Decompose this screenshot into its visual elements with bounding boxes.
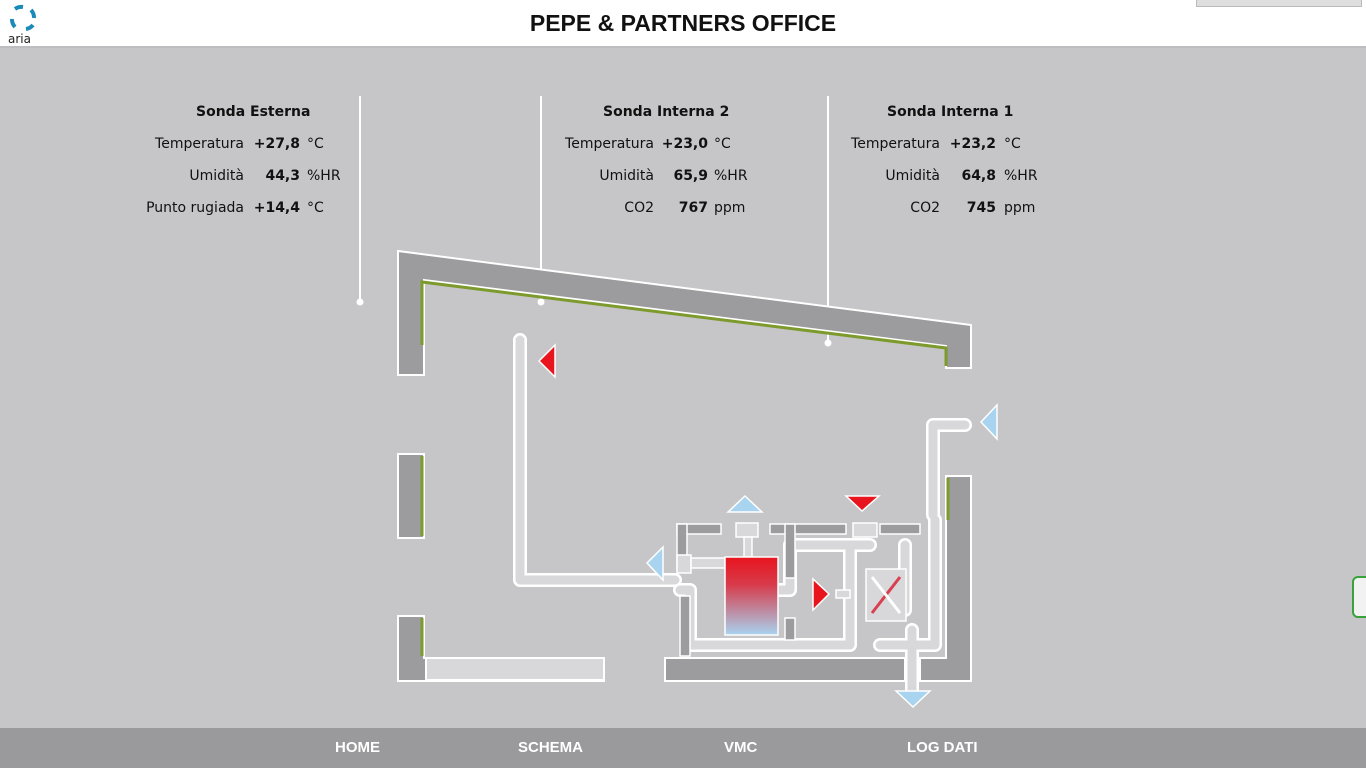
header: aria PEPE & PARTNERS OFFICE [0, 0, 1366, 48]
hot-arrow-right-icon [812, 577, 831, 612]
floor-wall [664, 657, 906, 682]
sensor-title: Sonda Interna 1 [887, 104, 1014, 120]
reading-unit: °C [714, 136, 731, 152]
reading-unit: °C [307, 200, 324, 216]
heat-pump-tank [724, 556, 779, 636]
hot-arrow-down-icon [844, 495, 881, 513]
roof-wall [397, 249, 972, 376]
reading-unit: ppm [714, 200, 746, 216]
reading-value: +27,8 [253, 136, 300, 152]
cold-arrow-icon [979, 403, 998, 441]
reading-value: +23,0 [661, 136, 708, 152]
reading-unit: %HR [307, 168, 341, 184]
page-title: PEPE & PARTNERS OFFICE [529, 10, 837, 36]
nav-schema[interactable]: SCHEMA [518, 739, 584, 756]
right-wall [919, 475, 972, 682]
side-panel-toggle[interactable] [1352, 576, 1366, 618]
reading-value: 767 [678, 200, 708, 216]
nav-vmc[interactable]: VMC [724, 739, 758, 756]
reading-unit: ppm [1004, 200, 1036, 216]
reading-label: Umidità [189, 168, 244, 184]
cold-arrow-down-icon [894, 690, 932, 709]
left-wall-mid [397, 453, 425, 539]
reading-unit: °C [1004, 136, 1021, 152]
nav-home[interactable]: HOME [335, 739, 380, 756]
sensor-title: Sonda Esterna [196, 104, 311, 120]
reading-label: Temperatura [851, 136, 940, 152]
reading-label: Punto rugiada [146, 200, 244, 216]
reading-unit: %HR [1004, 168, 1038, 184]
nav-log-dati[interactable]: LOG DATI [907, 739, 978, 756]
reading-label: Umidità [599, 168, 654, 184]
insulation [420, 280, 950, 656]
aria-logo-icon [10, 4, 36, 31]
reading-value: 44,3 [265, 168, 300, 184]
reading-value: +23,2 [949, 136, 996, 152]
reading-unit: %HR [714, 168, 748, 184]
reading-value: +14,4 [253, 200, 300, 216]
cold-arrow-left-icon [645, 545, 664, 582]
logo-text: aria [8, 32, 31, 46]
cold-arrow-up-icon [726, 494, 764, 513]
building-schema [356, 96, 998, 709]
sensor-title: Sonda Interna 2 [603, 104, 730, 120]
reading-value: 64,8 [961, 168, 996, 184]
bottom-nav: HOME SCHEMA VMC LOG DATI [0, 728, 1366, 768]
reading-label: CO2 [910, 200, 940, 216]
reading-value: 65,9 [673, 168, 708, 184]
top-handle[interactable] [1196, 0, 1362, 7]
reading-label: Temperatura [565, 136, 654, 152]
reading-label: Umidità [885, 168, 940, 184]
hot-arrow-icon [537, 343, 556, 379]
reading-label: Temperatura [155, 136, 244, 152]
reading-unit: °C [307, 136, 324, 152]
reading-value: 745 [966, 200, 996, 216]
reading-label: CO2 [624, 200, 654, 216]
